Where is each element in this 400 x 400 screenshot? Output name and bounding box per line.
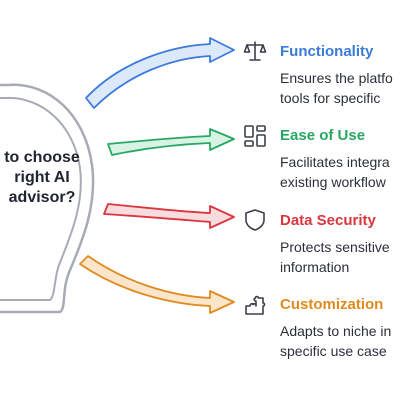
arrow-functionality bbox=[85, 37, 235, 109]
item-title: Ease of Use bbox=[280, 127, 366, 144]
item-description: Protects sensitive information bbox=[280, 237, 390, 277]
arrow-customization bbox=[79, 255, 235, 314]
item-customization: Customization Adapts to niche in specifi… bbox=[280, 296, 391, 361]
center-question: to choose right AI advisor? bbox=[0, 148, 90, 208]
center-line-1: to choose bbox=[4, 149, 80, 166]
item-desc-line-1: Protects sensitive bbox=[280, 239, 390, 255]
item-desc-line-2: tools for specific bbox=[280, 90, 381, 106]
item-desc-line-2: specific use case bbox=[280, 343, 387, 359]
center-line-2: right AI bbox=[14, 169, 70, 186]
lightbulb-inner bbox=[0, 96, 82, 301]
layout-grid-icon bbox=[244, 125, 266, 147]
item-desc-line-1: Ensures the platfo bbox=[280, 70, 393, 86]
puzzle-icon bbox=[245, 295, 266, 315]
item-title: Customization bbox=[280, 296, 384, 313]
arrow-ease-of-use bbox=[107, 128, 235, 156]
item-functionality: Functionality Ensures the platfo tools f… bbox=[280, 43, 393, 108]
item-description: Ensures the platfo tools for specific bbox=[280, 68, 393, 108]
center-line-3: advisor? bbox=[8, 189, 76, 206]
item-data-security: Data Security Protects sensitive informa… bbox=[280, 212, 390, 277]
item-desc-line-1: Facilitates integra bbox=[280, 154, 390, 170]
item-desc-line-2: existing workflow bbox=[280, 174, 386, 190]
scale-icon bbox=[243, 41, 267, 61]
shield-icon bbox=[245, 209, 265, 231]
item-desc-line-2: information bbox=[280, 259, 350, 275]
item-desc-line-1: Adapts to niche in bbox=[280, 323, 392, 339]
item-ease-of-use: Ease of Use Facilitates integra existing… bbox=[280, 127, 390, 192]
item-description: Facilitates integra existing workflow bbox=[280, 152, 390, 192]
item-title: Data Security bbox=[280, 212, 376, 229]
arrow-data-security bbox=[103, 203, 235, 229]
item-description: Adapts to niche in specific use case bbox=[280, 321, 391, 361]
item-title: Functionality bbox=[280, 43, 374, 60]
